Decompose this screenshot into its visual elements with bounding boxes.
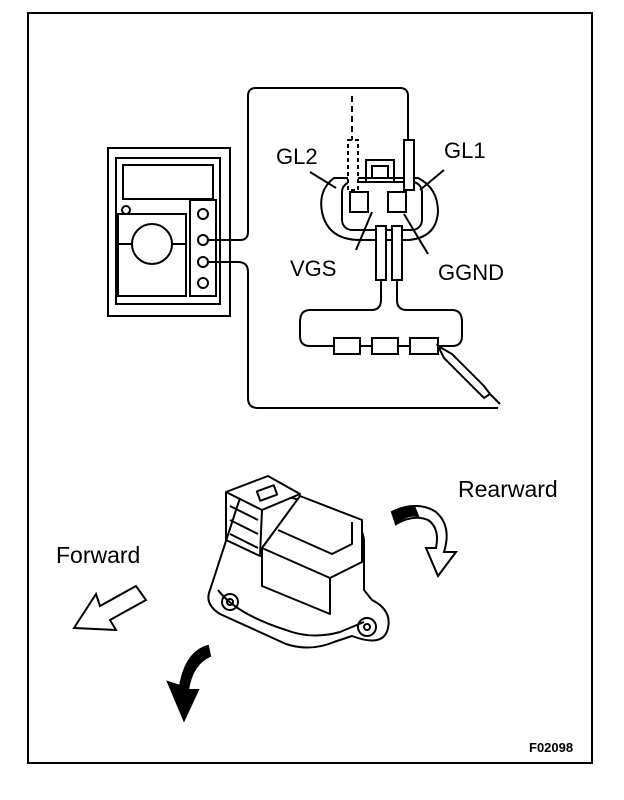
multimeter-icon bbox=[107, 147, 231, 317]
figure-code: F02098 bbox=[529, 740, 574, 755]
sensor-connector-icon bbox=[309, 139, 445, 281]
label-ggnd: GGND bbox=[438, 260, 504, 285]
resistor-network bbox=[299, 280, 463, 355]
rotation-arrow-icon bbox=[390, 504, 458, 578]
test-leads bbox=[208, 87, 498, 409]
forward-arrow-icon bbox=[72, 584, 148, 632]
tilt-arrow-icon bbox=[166, 644, 212, 723]
label-gl1: GL1 bbox=[444, 138, 486, 163]
label-vgs: VGS bbox=[290, 256, 337, 281]
label-gl2: GL2 bbox=[276, 144, 318, 169]
yaw-rate-sensor-icon bbox=[207, 475, 390, 649]
label-forward: Forward bbox=[56, 542, 141, 568]
probe-icon bbox=[435, 343, 501, 405]
resistor-icon bbox=[333, 337, 361, 355]
label-rearward: Rearward bbox=[458, 476, 558, 502]
